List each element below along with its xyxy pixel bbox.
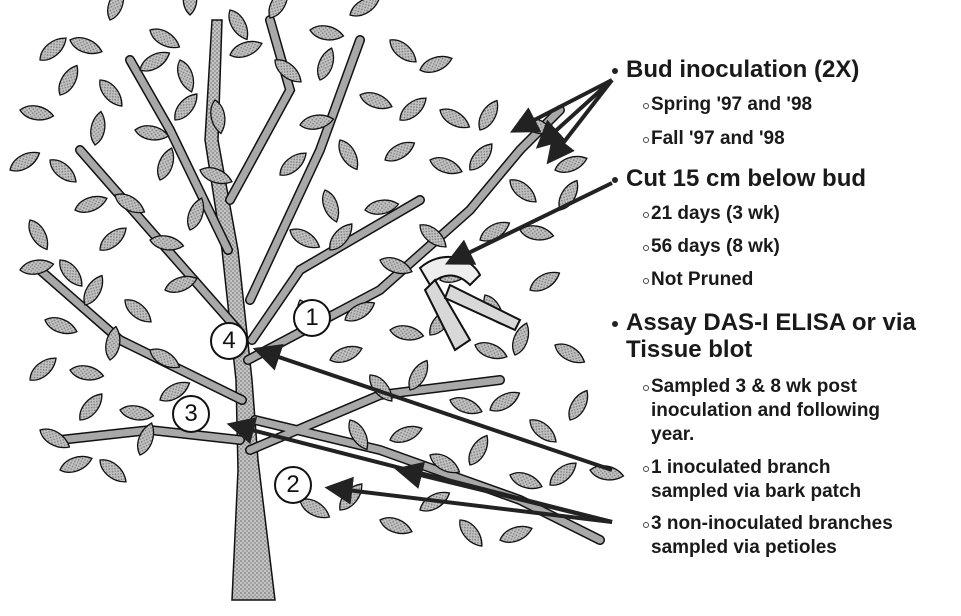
- sub-spring: Spring '97 and '98: [651, 93, 812, 116]
- leaf: [58, 452, 95, 476]
- sub-not-pruned: Not Pruned: [651, 268, 753, 291]
- leaf: [54, 62, 83, 98]
- leaf: [183, 0, 197, 15]
- leaf: [75, 390, 107, 425]
- leaf: [147, 24, 183, 53]
- sub-bullet-dot: [643, 245, 649, 251]
- leaf: [69, 363, 105, 382]
- bullet-bud-inoculation: Bud inoculation (2X): [626, 56, 859, 84]
- bullet-dot: [612, 68, 618, 74]
- sub-bullet-dot: [643, 522, 649, 528]
- leaf: [347, 0, 383, 21]
- leaf: [119, 403, 155, 422]
- sub-bullet-dot: [643, 278, 649, 284]
- leaf: [553, 152, 590, 176]
- leaf: [382, 137, 418, 166]
- leaf: [309, 23, 345, 42]
- leaf: [334, 137, 363, 173]
- branch-marker-2: 2: [274, 466, 312, 504]
- leaf: [314, 46, 338, 83]
- leaf: [498, 522, 535, 546]
- sub-56-days: 56 days (8 wk): [651, 235, 780, 258]
- leaf: [487, 387, 523, 416]
- leaf: [224, 7, 253, 43]
- leaf: [328, 342, 365, 366]
- sub-inoculated-line1: 1 inoculated branch: [651, 456, 830, 479]
- leaf: [19, 103, 55, 122]
- leaf: [389, 323, 425, 342]
- leaf: [506, 175, 541, 207]
- sub-bullet-dot: [643, 385, 649, 391]
- leaf: [552, 339, 588, 368]
- leaf: [386, 35, 421, 67]
- tree-leaves: [7, 0, 625, 550]
- leaf: [455, 516, 487, 551]
- sub-non-inoculated-line2: sampled via petioles: [651, 536, 837, 559]
- leaf: [73, 192, 110, 216]
- leaf: [358, 89, 395, 113]
- leaf: [378, 514, 415, 538]
- leaf: [437, 104, 473, 133]
- sub-21-days: 21 days (3 wk): [651, 202, 780, 225]
- leaf: [170, 90, 202, 125]
- leaf: [68, 34, 105, 58]
- leaf: [95, 76, 127, 111]
- sub-sampled-line3: year.: [651, 423, 694, 446]
- leaf: [24, 217, 53, 253]
- branch-marker-3: 3: [172, 395, 210, 433]
- branch-marker-4: 4: [210, 322, 248, 360]
- leaf: [527, 267, 563, 296]
- leaf: [88, 110, 107, 146]
- leaf: [228, 37, 265, 61]
- sub-sampled-line1: Sampled 3 & 8 wk post: [651, 375, 857, 398]
- branch-marker-1: 1: [293, 299, 331, 337]
- leaf: [418, 52, 455, 76]
- leaf: [335, 480, 367, 515]
- leaf: [43, 314, 80, 338]
- leaf: [464, 432, 493, 468]
- bullet-dot: [612, 177, 618, 183]
- sub-fall: Fall '97 and '98: [651, 127, 785, 150]
- leaf: [7, 147, 43, 176]
- leaf: [287, 224, 323, 253]
- leaf: [428, 154, 465, 178]
- sub-bullet-dot: [643, 103, 649, 109]
- sub-bullet-dot: [643, 137, 649, 143]
- leaf: [104, 0, 128, 22]
- leaf: [396, 93, 431, 125]
- arrows: [232, 80, 612, 522]
- bullet-assay-line2: Tissue blot: [626, 336, 752, 364]
- leaf: [46, 155, 81, 187]
- leaf: [473, 339, 510, 363]
- pruning-shears-icon: [420, 257, 520, 350]
- leaf: [388, 422, 425, 446]
- leaf: [319, 188, 343, 225]
- leaf: [121, 295, 156, 327]
- leaf: [465, 140, 497, 175]
- sub-bullet-dot: [643, 212, 649, 218]
- leaf: [508, 469, 545, 493]
- sub-bullet-dot: [643, 466, 649, 472]
- sub-sampled-line2: inoculation and following: [651, 399, 880, 422]
- sub-non-inoculated-line1: 3 non-inoculated branches: [651, 512, 893, 535]
- leaf: [36, 33, 71, 65]
- leaf: [546, 458, 581, 490]
- leaf: [96, 455, 131, 487]
- leaf: [96, 223, 131, 255]
- leaf: [26, 353, 61, 385]
- leaf: [154, 146, 178, 183]
- bullet-assay-line1: Assay DAS-I ELISA or via: [626, 309, 916, 337]
- leaf: [474, 97, 503, 133]
- bullet-dot: [612, 321, 618, 327]
- tree-branches: [40, 20, 600, 540]
- leaf: [564, 387, 593, 423]
- leaf: [174, 58, 198, 95]
- bullet-cut: Cut 15 cm below bud: [626, 165, 866, 193]
- sub-inoculated-line2: sampled via bark patch: [651, 480, 861, 503]
